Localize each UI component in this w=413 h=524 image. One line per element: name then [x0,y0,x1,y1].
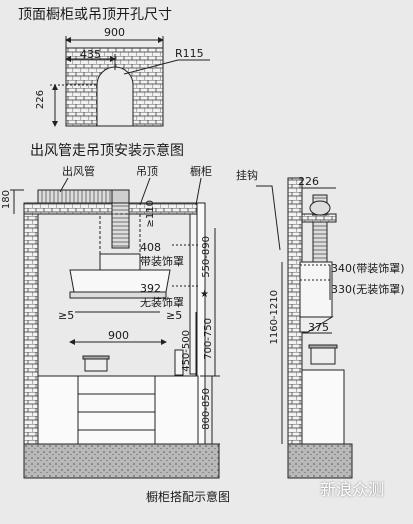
h-without-cover: 392 [140,282,161,295]
min-gap-label: ≥110 [145,200,156,228]
right-top-label: 226 [298,175,319,188]
top-view [50,36,210,127]
right-without-cover: 330(无装饰罩) [331,283,405,296]
top-depth-label: 226 [35,90,46,110]
right-depth-label: 375 [308,321,329,334]
h-450-500: 450-500 [181,330,192,372]
top-offset-label: 435 [80,48,101,61]
watermark: 新浪众测 [320,480,385,499]
without-cover-label: 无装饰罩 [140,296,184,309]
top-view-title: 顶面橱柜或吊顶开孔尺寸 [18,7,172,23]
with-cover-label: 带装饰罩 [140,255,184,268]
h-700-750: 700-750 [203,318,214,360]
right-elevation [256,177,353,479]
top-width-label: 900 [104,26,125,39]
caption: 橱柜搭配示意图 [146,490,231,504]
star-mark: ★ [200,289,209,300]
side-clear-left: ≥5 [58,309,75,322]
hood-width-label: 900 [108,329,129,342]
hook-height-label: 1160-1210 [269,290,280,345]
cabinet-label: 橱柜 [190,165,212,178]
range-550-890: 550-890 [201,236,212,278]
h-with-cover: 408 [140,241,161,254]
left-elevation [10,177,220,479]
side-install-title: 出风管走吊顶安装示意图 [30,143,184,159]
top-radius-label: R115 [175,47,204,60]
right-with-cover: 340(带装饰罩) [331,262,405,275]
ceiling-gap-label: 180 [1,190,12,210]
duct-label: 出风管 [62,165,95,178]
h-800-850: 800-850 [201,388,212,430]
ceiling-label: 吊顶 [136,165,158,178]
hook-label: 挂钩 [236,169,258,182]
side-clear-right: ≥5 [166,309,183,322]
